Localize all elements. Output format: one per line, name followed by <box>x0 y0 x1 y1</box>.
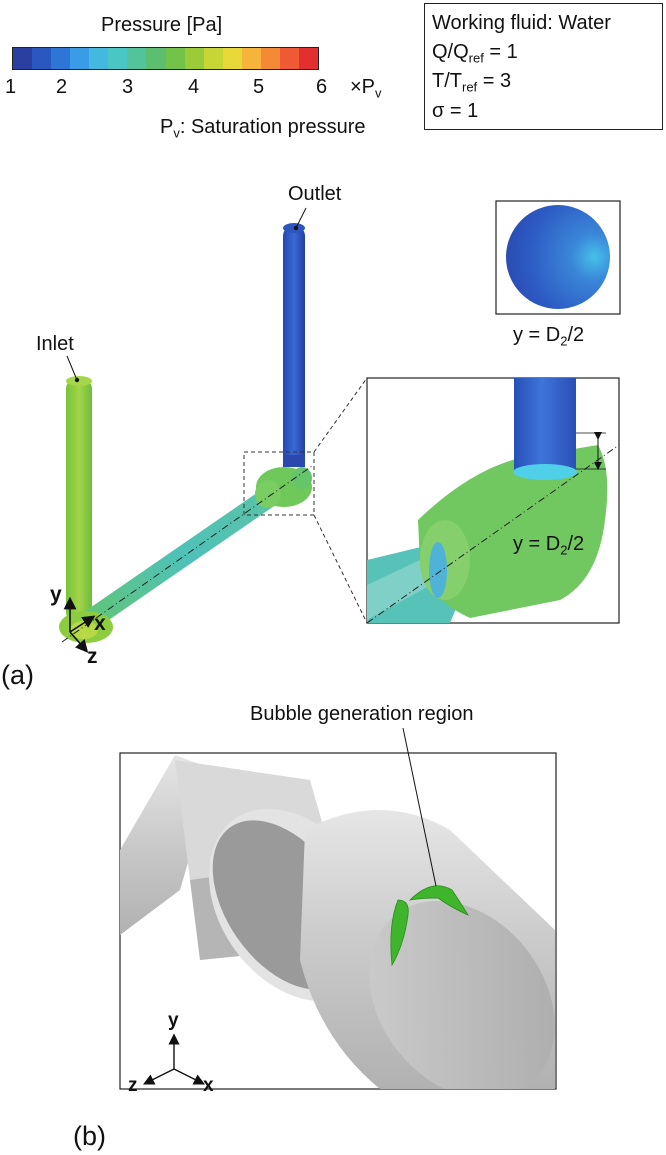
outlet-pipe <box>283 226 305 466</box>
centerline-a <box>61 465 313 643</box>
colorbar-band-11 <box>222 48 242 69</box>
colorbar-tick-2: 2 <box>56 76 68 98</box>
zoom-pipe-highlight <box>367 560 440 620</box>
panel-b-label: (b) <box>73 1121 106 1151</box>
colorbar-band-15 <box>298 48 318 69</box>
inlet-label: Inlet <box>36 333 74 355</box>
working-fluid: Working fluid: Water <box>432 12 611 34</box>
colorbar-tick-3: 3 <box>122 76 134 98</box>
colorbar-band-1 <box>32 48 52 69</box>
axis-b-z <box>142 1068 175 1085</box>
colorbar-band-2 <box>51 48 71 69</box>
inlet-leader <box>66 355 78 381</box>
colorbar-band-12 <box>241 48 261 69</box>
axis-b-x <box>173 1068 206 1085</box>
bubble-2 <box>408 885 469 916</box>
outlet-leader-dot <box>293 225 299 231</box>
inlet-leader-dot <box>74 377 80 383</box>
centerline-zoom <box>367 444 619 623</box>
colorbar-band-3 <box>70 48 90 69</box>
axis-b-z-label: z <box>128 1075 138 1096</box>
colorbar-band-9 <box>184 48 204 69</box>
colorbar-tick-4: 4 <box>188 76 200 98</box>
pressure-colorbar <box>12 47 319 70</box>
section-disk <box>506 205 610 309</box>
axis-b-x-label: x <box>203 1075 214 1096</box>
colorbar-band-10 <box>203 48 223 69</box>
axis-a-z <box>69 631 89 653</box>
flow-ratio: Q/Qref = 1 <box>432 41 518 66</box>
b-end-face <box>369 901 555 1089</box>
section-label: y = D2/2 <box>513 324 585 349</box>
inlet-cap <box>66 376 92 386</box>
outlet-label: Outlet <box>288 183 342 205</box>
zoom-outlet-root <box>513 464 577 480</box>
outlet-root <box>283 455 305 467</box>
axis-a-y-label: y <box>50 583 62 606</box>
colorbar-band-6 <box>127 48 147 69</box>
colorbar-band-8 <box>165 48 185 69</box>
colorbar-band-13 <box>260 48 280 69</box>
colorbar-band-0 <box>13 48 33 69</box>
zoom-outlet-pipe <box>514 378 576 473</box>
zoom-flange-cavity <box>429 542 447 598</box>
axis-a-x <box>69 615 96 633</box>
zoom-selection <box>243 451 315 516</box>
panel-a-label: (a) <box>1 660 34 690</box>
axis-a-z-label: z <box>87 645 98 668</box>
colorbar-band-14 <box>279 48 299 69</box>
colorbar-unit: ×Pv <box>350 76 382 101</box>
colorbar-tick-5: 5 <box>253 76 265 98</box>
temperature-ratio: T/Tref = 3 <box>432 70 512 95</box>
colorbar-band-5 <box>108 48 128 69</box>
zoom-lead-top <box>313 377 368 453</box>
colorbar-tick-6: 6 <box>316 76 328 98</box>
axis-a-x-label: x <box>94 612 106 635</box>
colorbar-tick-1: 1 <box>5 76 17 98</box>
cavitation-number: σ = 1 <box>432 100 479 122</box>
zoom-lead-bottom <box>313 514 368 624</box>
colorbar-band-4 <box>89 48 109 69</box>
colorbar-title: Pressure [Pa] <box>101 14 223 36</box>
bubble-1 <box>390 899 409 967</box>
junction-end <box>292 467 312 489</box>
bubble-leader <box>402 727 437 887</box>
axis-b-y-label: y <box>168 1010 179 1031</box>
condition-box: Working fluid: Water Q/Qref = 1 T/Tref =… <box>424 3 663 130</box>
zoom-section-label: y = D2/2 <box>513 533 585 558</box>
bubble-region-label: Bubble generation region <box>250 703 474 725</box>
outlet-leader <box>295 207 307 229</box>
inlet-pipe <box>66 378 92 623</box>
saturation-note: Pv: Saturation pressure <box>160 116 366 141</box>
colorbar-band-7 <box>146 48 166 69</box>
